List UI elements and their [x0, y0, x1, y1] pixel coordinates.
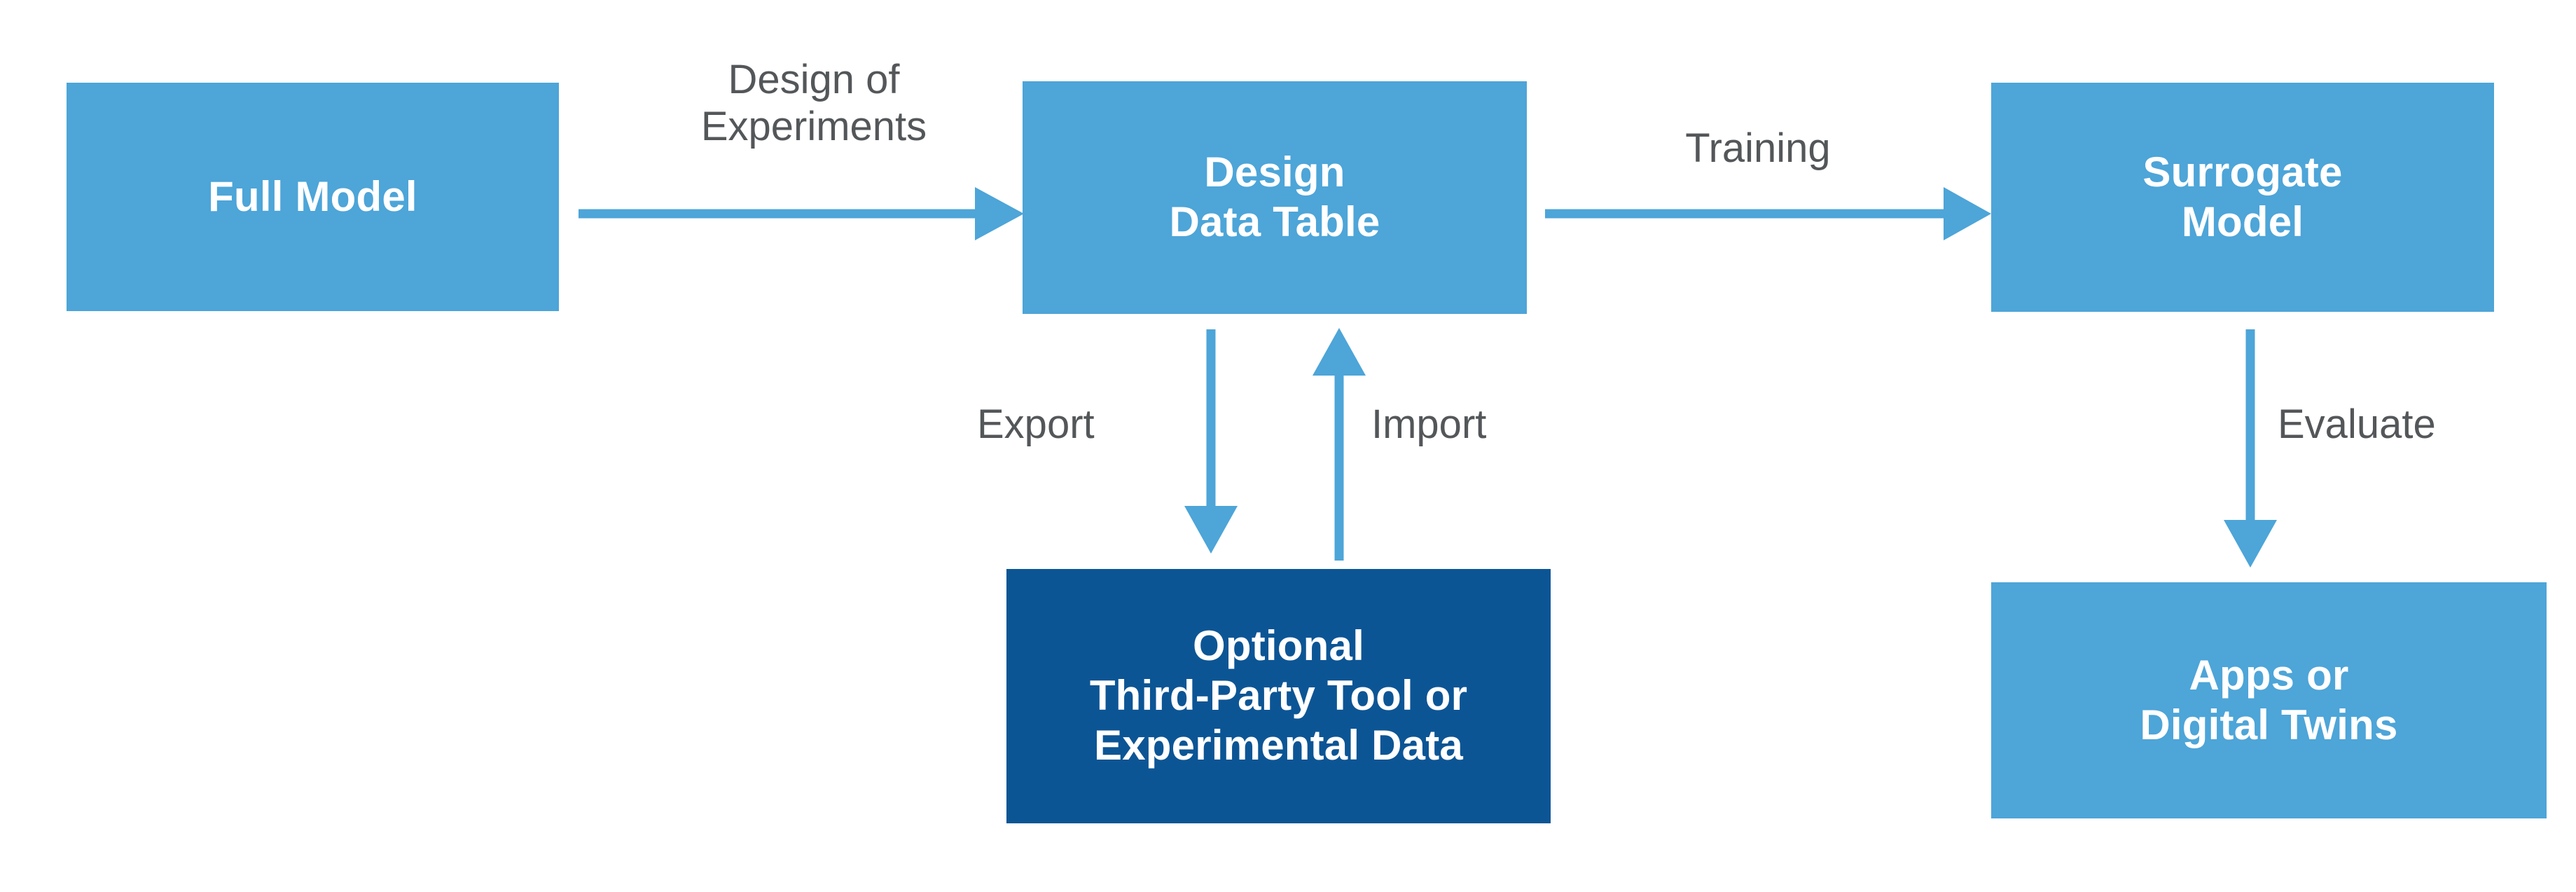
node-apps-or-digital-twins[interactable]: Apps or Digital Twins: [1991, 582, 2547, 818]
arrow-training: [1545, 187, 1991, 240]
arrow-design-of-experiments: [579, 187, 1024, 240]
node-full-model[interactable]: Full Model: [67, 83, 559, 311]
edge-label-export: Export: [977, 402, 1095, 447]
edge-label-design-of-experiments: Design of Experiments: [700, 57, 927, 150]
arrow-evaluate: [2224, 329, 2277, 568]
node-design-data-table[interactable]: Design Data Table: [1023, 81, 1527, 314]
node-optional-third-party-tool-or-experimental-data[interactable]: Optional Third-Party Tool or Experimenta…: [1006, 569, 1551, 823]
arrow-import: [1313, 328, 1366, 561]
edge-label-evaluate: Evaluate: [2278, 402, 2436, 447]
edge-label-training: Training: [1685, 125, 1831, 171]
arrow-export: [1184, 329, 1238, 554]
edge-label-import: Import: [1371, 402, 1487, 447]
node-surrogate-model[interactable]: Surrogate Model: [1991, 83, 2494, 312]
